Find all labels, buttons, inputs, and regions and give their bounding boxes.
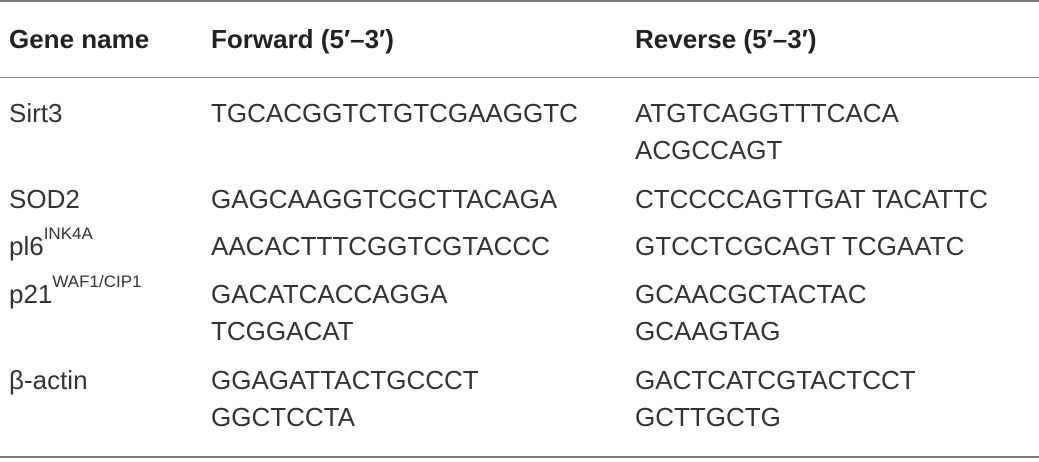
table-row-reverse: ATGTCAGGTTTCACA ACGCCAGT xyxy=(635,95,899,169)
reverse-sequence-line1: GCAACGCTACTAC xyxy=(635,279,867,309)
gene-name: pl6 xyxy=(9,231,44,261)
gene-name: SOD2 xyxy=(9,184,80,214)
reverse-sequence: CTCCCCAGTTGAT TACATTC xyxy=(635,184,988,214)
gene-name-superscript: INK4A xyxy=(43,224,93,243)
reverse-sequence-line2: GCAAGTAG xyxy=(635,316,781,346)
forward-sequence: GAGCAAGGTCGCTTACAGA xyxy=(211,184,558,214)
table-top-rule xyxy=(0,0,1039,2)
table-row-forward: GAGCAAGGTCGCTTACAGA xyxy=(211,181,557,218)
table-row-forward: AACACTTTCGGTCGTACCC xyxy=(211,228,550,265)
table-row-gene: SOD2 xyxy=(9,181,80,218)
forward-sequence: AACACTTTCGGTCGTACCC xyxy=(211,231,550,261)
gene-name: p21 xyxy=(9,279,53,309)
table-row-reverse: CTCCCCAGTTGAT TACATTC xyxy=(635,181,988,218)
forward-sequence-line2: TCGGACAT xyxy=(211,316,354,346)
gene-name: Sirt3 xyxy=(9,98,63,128)
reverse-sequence-line1: ATGTCAGGTTTCACA xyxy=(635,98,899,128)
table-row-gene: β-actin xyxy=(9,362,88,399)
table-row-gene: Sirt3 xyxy=(9,95,62,132)
header-gene-name: Gene name xyxy=(9,24,150,54)
header-forward: Forward (5′–3′) xyxy=(211,24,394,54)
table-row-reverse: GTCCTCGCAGT TCGAATC xyxy=(635,228,964,265)
gene-name: β-actin xyxy=(9,365,88,395)
table-bottom-rule xyxy=(0,456,1039,458)
table-row-gene: pl6INK4A xyxy=(9,225,93,265)
header-reverse: Reverse (5′–3′) xyxy=(635,24,817,54)
table-row-forward: TGCACGGTCTGTCGAAGGTC xyxy=(211,95,578,132)
table-row-gene: p21WAF1/CIP1 xyxy=(9,273,142,313)
gene-name-superscript: WAF1/CIP1 xyxy=(52,272,142,291)
table-row-reverse: GCAACGCTACTAC GCAAGTAG xyxy=(635,276,867,350)
forward-sequence-line2: GGCTCCTA xyxy=(211,402,355,432)
reverse-sequence-line2: GCTTGCTG xyxy=(635,402,781,432)
header-divider-rule xyxy=(0,77,1039,78)
forward-sequence: TGCACGGTCTGTCGAAGGTC xyxy=(211,98,578,128)
reverse-sequence-line2: ACGCCAGT xyxy=(635,135,783,165)
table-row-forward: GACATCACCAGGA TCGGACAT xyxy=(211,276,447,350)
table-row-forward: GGAGATTACTGCCCT GGCTCCTA xyxy=(211,362,479,436)
table-row-reverse: GACTCATCGTACTCCT GCTTGCTG xyxy=(635,362,916,436)
forward-sequence-line1: GGAGATTACTGCCCT xyxy=(211,365,479,395)
forward-sequence-line1: GACATCACCAGGA xyxy=(211,279,448,309)
reverse-sequence: GTCCTCGCAGT TCGAATC xyxy=(635,231,965,261)
reverse-sequence-line1: GACTCATCGTACTCCT xyxy=(635,365,916,395)
